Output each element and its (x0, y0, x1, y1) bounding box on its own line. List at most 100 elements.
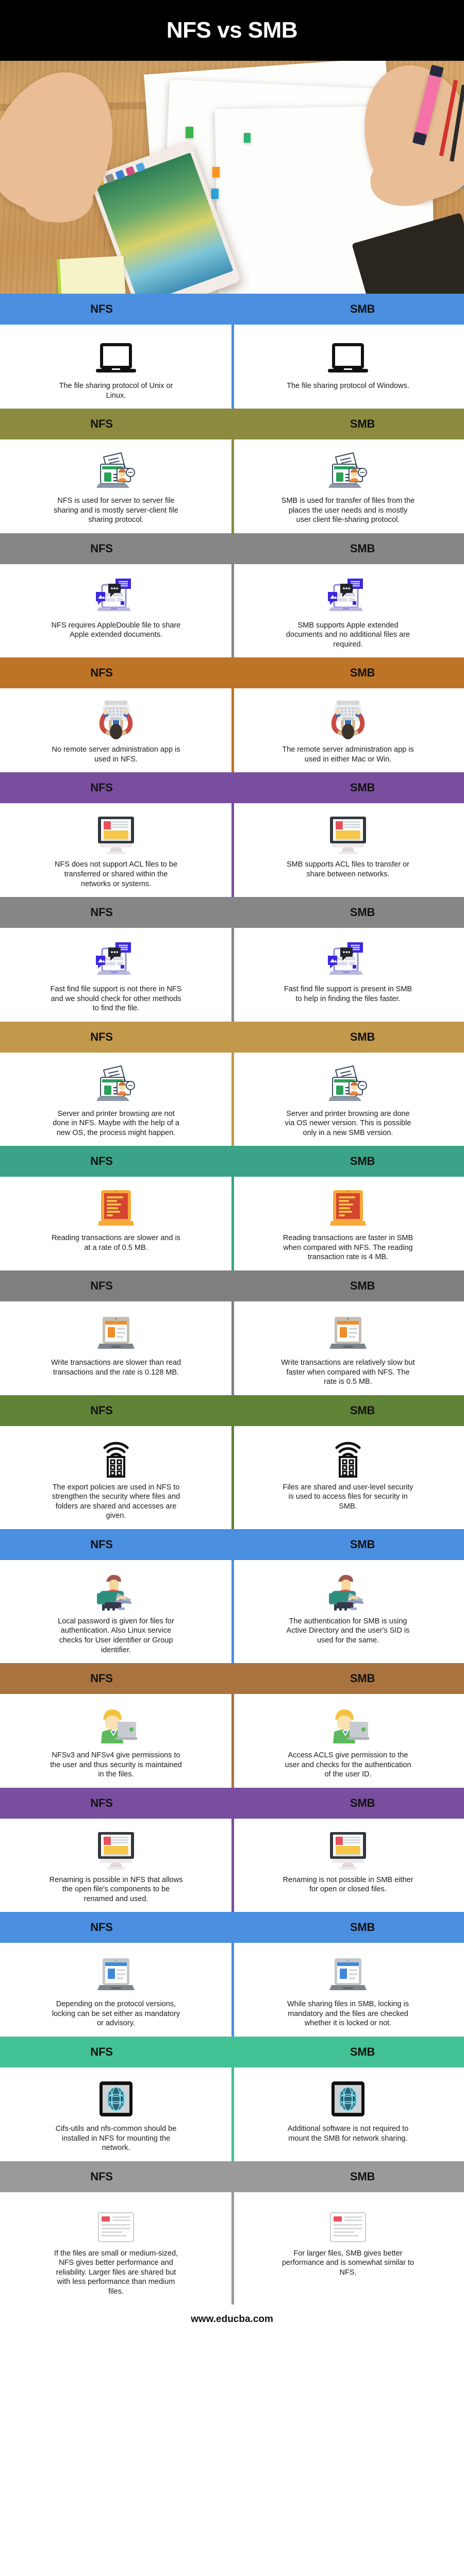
laptop-orange-article-icon (95, 1310, 137, 1353)
column-divider (231, 1694, 234, 1788)
comparison-cell-smb: Files are shared and user-level security… (232, 1434, 464, 1521)
comparison-row: NFS is used for server to server file sh… (0, 439, 464, 533)
comparison-text-smb: SMB supports ACL files to transfer or sh… (286, 860, 409, 879)
comparison-cell-nfs: Renaming is possible in NFS that allows … (0, 1827, 232, 1904)
server-wifi-icon (103, 1442, 129, 1478)
band-label-smb: SMB (350, 1796, 375, 1809)
band-label-nfs: NFS (90, 541, 113, 555)
tablet-globe-network-icon (100, 2081, 132, 2116)
comparison-text-nfs: No remote server administration app is u… (52, 745, 180, 764)
comparison-cell-smb: While sharing files in SMB, locking is m… (232, 1951, 464, 2028)
comparison-text-smb: Files are shared and user-level security… (283, 1483, 413, 1511)
comparison-cell-nfs: NFSv3 and NFSv4 give permissions to the … (0, 1702, 232, 1780)
comparison-cell-smb: Access ACLS give permission to the user … (232, 1702, 464, 1780)
person-typing-topview-icon (99, 701, 133, 740)
comparison-row: The file sharing protocol of Unix or Lin… (0, 325, 464, 409)
person-sitting-laptop-icon (329, 1574, 363, 1611)
column-divider (231, 1943, 234, 2037)
band-label-smb: SMB (350, 666, 375, 680)
person-sitting-laptop-icon (327, 1568, 369, 1612)
comparison-row: The export policies are used in NFS to s… (0, 1426, 464, 1529)
comparison-cell-nfs: Local password is given for files for au… (0, 1568, 232, 1655)
column-divider (231, 928, 234, 1022)
infographic-page: NFS vs SMB (0, 0, 464, 2334)
orange-document-list-icon (98, 1190, 134, 1226)
comparison-text-smb: The remote server administration app is … (282, 745, 414, 764)
band-label-nfs: NFS (90, 1921, 113, 1934)
comparison-text-smb: The file sharing protocol of Windows. (287, 382, 409, 390)
comparison-text-smb: Renaming is not possible in SMB either f… (283, 1875, 413, 1894)
laptop-chat-bubbles-icon (328, 942, 363, 975)
comparison-text-smb: Fast find file support is present in SMB… (284, 985, 412, 1003)
comparison-text-smb: For larger files, SMB gives better perfo… (281, 2249, 415, 2277)
comparison-cell-nfs: NFS requires AppleDouble file to share A… (0, 572, 232, 650)
laptop-orange-article-icon (327, 1310, 369, 1353)
comparison-cell-nfs: No remote server administration app is u… (0, 697, 232, 764)
band-label-smb: SMB (350, 1155, 375, 1168)
column-divider (231, 2067, 234, 2161)
desktop-monitor-content-icon (96, 1827, 136, 1870)
comparison-text-nfs: Reading transactions are slower and is a… (52, 1234, 180, 1252)
footer: www.educba.com (0, 2304, 464, 2335)
orange-document-list-icon (330, 1190, 366, 1226)
comparison-cell-smb: The file sharing protocol of Windows. (232, 333, 464, 400)
laptop-blue-article-icon (329, 1958, 367, 1991)
sticky-note-pad (56, 256, 126, 294)
band-label-smb: SMB (350, 1279, 375, 1293)
comparison-text-nfs: The export policies are used in NFS to s… (52, 1483, 180, 1520)
desktop-monitor-content-icon (98, 1832, 134, 1870)
column-divider (231, 439, 234, 533)
comparison-cell-nfs: The export policies are used in NFS to s… (0, 1434, 232, 1521)
band-label-smb: SMB (350, 1030, 375, 1043)
laptop-chat-bubbles-icon (328, 578, 363, 611)
band-label-nfs: NFS (90, 2045, 113, 2058)
orange-document-list-icon (329, 1185, 367, 1228)
comparison-text-nfs: NFS is used for server to server file sh… (54, 497, 178, 524)
sticky-tab (211, 189, 219, 199)
comparison-text-nfs: The file sharing protocol of Unix or Lin… (59, 382, 173, 400)
laptop-chat-bubbles-icon (95, 936, 137, 979)
band-label-nfs: NFS (90, 1672, 113, 1685)
band-label-smb: SMB (350, 781, 375, 794)
document-share-person-icon (96, 452, 135, 488)
comparison-cell-smb: Additional software is not required to m… (232, 2076, 464, 2153)
comparison-cell-smb: Reading transactions are faster in SMB w… (232, 1185, 464, 1262)
comparison-row: Local password is given for files for au… (0, 1560, 464, 1664)
comparison-row: Renaming is possible in NFS that allows … (0, 1818, 464, 1912)
comparison-cell-smb: Write transactions are relatively slow b… (232, 1310, 464, 1387)
document-share-person-icon (326, 448, 370, 491)
band-label-nfs: NFS (90, 1796, 113, 1809)
comparison-text-nfs: Local password is given for files for au… (58, 1617, 174, 1654)
comparison-band: NFS SMB (0, 1912, 464, 1943)
band-label-nfs: NFS (90, 1403, 113, 1417)
comparison-text-nfs: Cifs-utils and nfs-common should be inst… (55, 2124, 177, 2153)
laptop-outline-icon (328, 343, 368, 372)
comparison-list: NFS SMB The file sharing protocol of Unix… (0, 294, 464, 2305)
site-url: www.educba.com (191, 2314, 273, 2325)
comparison-cell-smb: Server and printer browsing are done via… (232, 1061, 464, 1138)
laptop-chat-bubbles-icon (327, 572, 369, 616)
blond-person-computer-icon (333, 1709, 369, 1744)
comparison-row: Write transactions are slower than read … (0, 1301, 464, 1395)
comparison-cell-smb: SMB supports Apple extended documents an… (232, 572, 464, 650)
comparison-band: NFS SMB (0, 1787, 464, 1819)
orange-document-list-icon (97, 1185, 135, 1228)
comparison-text-smb: The authentication for SMB is using Acti… (286, 1617, 410, 1645)
laptop-chat-bubbles-icon (96, 578, 131, 611)
laptop-outline-icon (327, 333, 369, 376)
comparison-cell-nfs: Depending on the protocol versions, lock… (0, 1951, 232, 2028)
band-label-smb: SMB (350, 1921, 375, 1934)
comparison-text-nfs: If the files are small or medium-sized, … (54, 2249, 178, 2296)
column-divider (231, 1560, 234, 1664)
laptop-chat-bubbles-icon (96, 942, 131, 975)
comparison-cell-smb: SMB is used for transfer of files from t… (232, 448, 464, 525)
comparison-cell-nfs: Fast find file support is not there in N… (0, 936, 232, 1013)
